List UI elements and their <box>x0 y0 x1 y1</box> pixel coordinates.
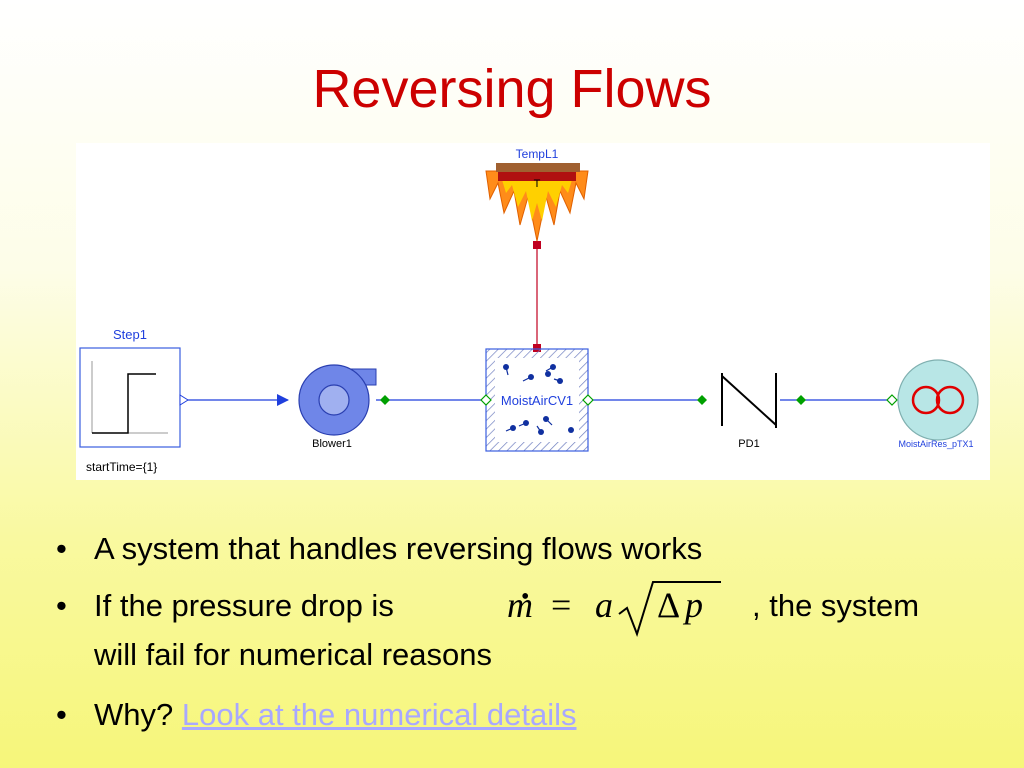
formula-dot: • <box>521 584 530 610</box>
volume-port-in[interactable] <box>480 394 492 406</box>
sqrt-sign <box>618 581 721 638</box>
wire-arrow <box>277 394 289 406</box>
temp-source-label: TempL1 <box>516 147 559 161</box>
reservoir-port[interactable] <box>886 394 898 406</box>
formula-a: a <box>595 585 613 625</box>
reservoir-icon[interactable] <box>897 359 979 441</box>
volume-icon[interactable] <box>485 348 589 452</box>
reservoir-label: MoistAirRes_pTX1 <box>898 439 973 449</box>
formula-equals: = <box>551 585 572 625</box>
volume-label: MoistAirCV1 <box>501 393 573 408</box>
heat-port-volume <box>533 344 541 352</box>
blower-flange[interactable] <box>380 395 390 405</box>
why-text: Why? <box>94 697 174 732</box>
step-param-text: startTime={1} <box>86 460 157 474</box>
pressure-drop-icon[interactable] <box>721 373 777 428</box>
diagram-canvas: T TempL1 Step1 startTime={1} Blower1 <box>79 147 979 474</box>
bullet-text: Why? Look at the numerical details <box>94 696 577 734</box>
pd-port-out[interactable] <box>796 395 806 405</box>
heat-port-top <box>533 241 541 249</box>
bullet-dot: • <box>56 588 67 623</box>
blower-icon[interactable] <box>298 364 377 436</box>
bullet-text: will fail for numerical reasons <box>94 637 492 672</box>
bullet-text-after: , the system <box>752 588 920 623</box>
slide-title: Reversing Flows <box>312 59 712 119</box>
pressure-drop-formula: m • = a Δ p <box>505 578 725 638</box>
temp-source-icon[interactable]: T <box>485 163 589 242</box>
bullet-dot: • <box>56 697 67 732</box>
svg-text:T: T <box>534 178 541 190</box>
formula-delta: Δ <box>657 585 681 625</box>
formula-p: p <box>685 585 703 625</box>
bullet-text: If the pressure drop is <box>94 588 394 623</box>
volume-port-out[interactable] <box>582 394 594 406</box>
pd-port-in[interactable] <box>697 395 707 405</box>
step-block[interactable] <box>79 347 189 448</box>
bullet-dot: • <box>56 531 67 566</box>
bullet-text: A system that handles reversing flows wo… <box>94 531 703 566</box>
pd-label: PD1 <box>738 438 759 450</box>
system-diagram: T TempL1 Step1 startTime={1} Blower1 <box>76 143 990 480</box>
blower-label: Blower1 <box>312 438 352 450</box>
formula-m: m <box>507 585 533 625</box>
numerical-details-link[interactable]: Look at the numerical details <box>181 697 577 732</box>
step-label: Step1 <box>113 327 147 342</box>
